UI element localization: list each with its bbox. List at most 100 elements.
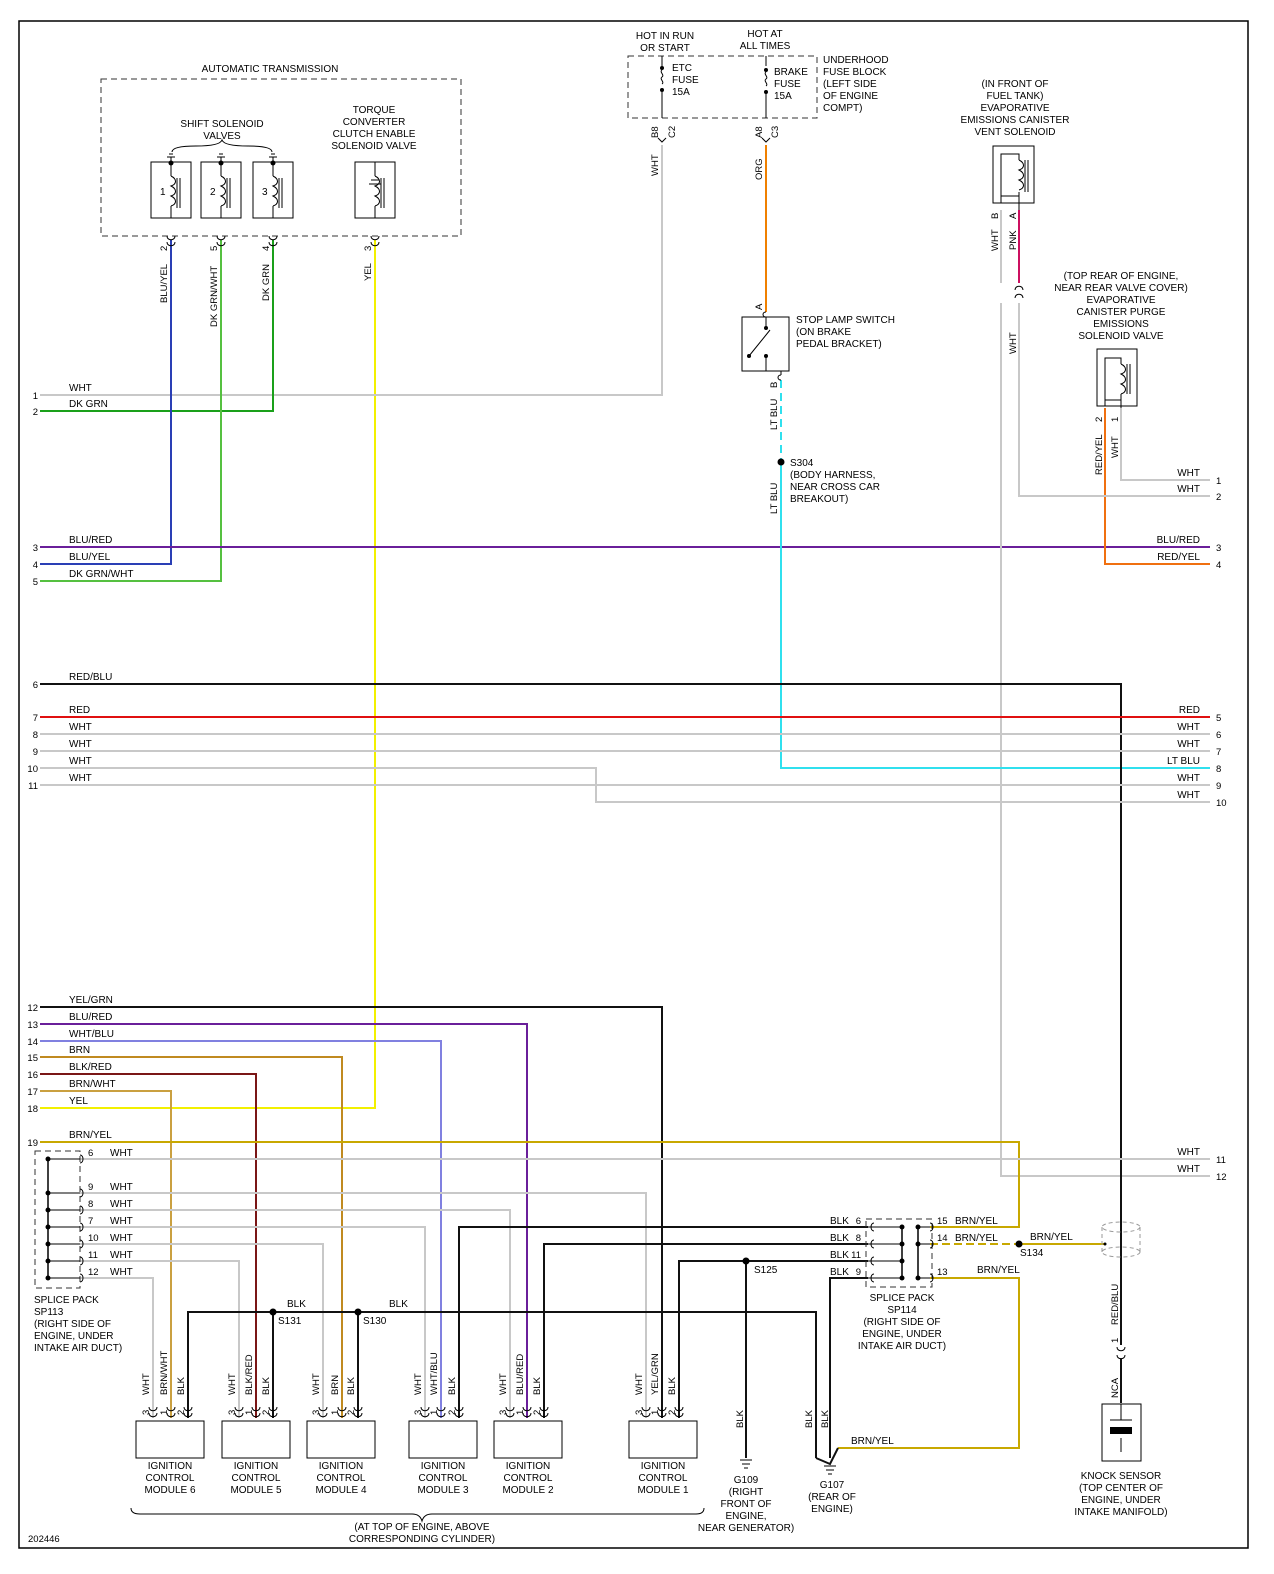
- module-wire-label: WHT: [141, 1373, 152, 1395]
- module-wire-label: BRN: [330, 1375, 341, 1395]
- sp114-left-wire-label: BLK: [830, 1216, 849, 1227]
- module-pin: 3: [311, 1410, 322, 1415]
- module-pin: 1: [650, 1410, 661, 1415]
- module-pin-connector: [337, 1406, 347, 1418]
- sp113-pin-9: 9: [88, 1182, 93, 1193]
- vent-pin-b: B: [990, 213, 1001, 219]
- wire-sp113-10: [80, 1243, 324, 1418]
- knock-inline-connector: [1116, 1346, 1126, 1360]
- sp113-pin-icon: [79, 1256, 84, 1266]
- sp113-node: [45, 1241, 51, 1247]
- module-pin-connector: [234, 1406, 244, 1418]
- left-pin-14: 14: [27, 1037, 38, 1048]
- module-pin-connector: [148, 1406, 158, 1418]
- module-wire-label: BLK: [346, 1376, 357, 1395]
- module-pin: 3: [634, 1410, 645, 1415]
- module-pin: 1: [330, 1410, 341, 1415]
- left-wire-label-8: WHT: [69, 722, 92, 733]
- etc-fuse-icon: [660, 56, 664, 118]
- diagram-id: 202446: [28, 1534, 60, 1545]
- wire-sp114-6: [458, 1226, 868, 1418]
- brake-fuse-pin-c3: C3: [770, 126, 781, 138]
- s125-splice: [742, 1257, 750, 1265]
- right-wire-label-6: WHT: [1177, 722, 1200, 733]
- s130-splice: [354, 1308, 362, 1316]
- left-wire-label-11: WHT: [69, 773, 92, 784]
- s134-label: S134: [1020, 1248, 1044, 1259]
- sp114-left-wire-label: BLK: [830, 1233, 849, 1244]
- auto-trans-label: AUTOMATIC TRANSMISSION: [202, 64, 339, 75]
- module-pin-connector: [641, 1406, 651, 1418]
- s134-out-wire-label: BRN/YEL: [1030, 1232, 1073, 1243]
- module-wire-label: BLK: [176, 1376, 187, 1395]
- right-wire-label-10: WHT: [1177, 790, 1200, 801]
- left-pin-8: 8: [33, 730, 38, 741]
- module-pin-connector: [522, 1406, 532, 1418]
- shift-solenoid-pin: 5: [209, 246, 220, 251]
- sp113-pin-10: 10: [88, 1233, 99, 1244]
- module-wire-label: BRN/WHT: [159, 1350, 170, 1395]
- module-pin: 3: [141, 1410, 152, 1415]
- sp113-pin-12: 12: [88, 1267, 99, 1278]
- module-pin-connector: [268, 1406, 278, 1418]
- blk-bus-label-2: BLK: [389, 1299, 408, 1310]
- auto-trans-box: [100, 78, 462, 237]
- right-pin-6: 6: [1216, 730, 1221, 741]
- vent-wire-a-label: PNK: [1008, 230, 1019, 250]
- sp114-right-pin-15: 15: [937, 1216, 948, 1227]
- right-wire-label-11: WHT: [1177, 1147, 1200, 1158]
- shift-solenoid-wire-label: BLU/YEL: [159, 264, 170, 303]
- left-pin-11: 11: [28, 781, 38, 792]
- sp113-wire-label: WHT: [110, 1267, 133, 1278]
- module-pin: 3: [498, 1410, 509, 1415]
- vent-wire-b-label: WHT: [990, 229, 1001, 251]
- g109-wire-label: BLK: [735, 1409, 746, 1428]
- module-pin-connector: [183, 1406, 193, 1418]
- module-wire-label: WHT: [498, 1373, 509, 1395]
- left-pin-18: 18: [27, 1104, 38, 1115]
- module-pin: 2: [667, 1410, 678, 1415]
- sp113-pin-icon: [79, 1154, 84, 1164]
- right-wire-label-9: WHT: [1177, 773, 1200, 784]
- left-wire-label-19: BRN/YEL: [69, 1130, 112, 1141]
- wire-brn: [40, 1056, 343, 1418]
- lt-blu-label-bottom: LT BLU: [769, 483, 780, 514]
- sp114-right-pin-icon: [929, 1273, 934, 1283]
- module-pin: 3: [413, 1410, 424, 1415]
- vent-solenoid: [992, 145, 1035, 210]
- left-wire-label-1: WHT: [69, 383, 92, 394]
- shift-solenoid-pin: 2: [159, 246, 170, 251]
- right-wire-label-7: WHT: [1177, 739, 1200, 750]
- fuse-block-connector: [657, 137, 771, 143]
- module-pin: 2: [176, 1410, 187, 1415]
- module-pin-connector: [505, 1406, 515, 1418]
- sp114-left-wire-label: BLK: [830, 1267, 849, 1278]
- blk-bus-label-1: BLK: [287, 1299, 306, 1310]
- left-pin-10: 10: [27, 764, 38, 775]
- sp114-right-node: [915, 1275, 921, 1281]
- left-pin-4: 4: [33, 560, 38, 571]
- sp113-pin-8: 8: [88, 1199, 93, 1210]
- wire-blu-yel: [40, 240, 172, 565]
- left-wire-label-2: DK GRN: [69, 399, 108, 410]
- module-wire-label: WHT: [227, 1373, 238, 1395]
- wire-red-yel: [1104, 408, 1210, 565]
- sp113-box: [34, 1150, 81, 1289]
- sp113-node: [45, 1224, 51, 1230]
- sp113-wire-label: WHT: [110, 1233, 133, 1244]
- wire-sp113-12: [80, 1277, 154, 1418]
- g107-wire-label-1: BLK: [804, 1409, 815, 1428]
- etc-wire-label: WHT: [650, 154, 661, 176]
- right-pin-12: 12: [1216, 1172, 1227, 1183]
- wire-dk-grn-wht: [40, 240, 222, 582]
